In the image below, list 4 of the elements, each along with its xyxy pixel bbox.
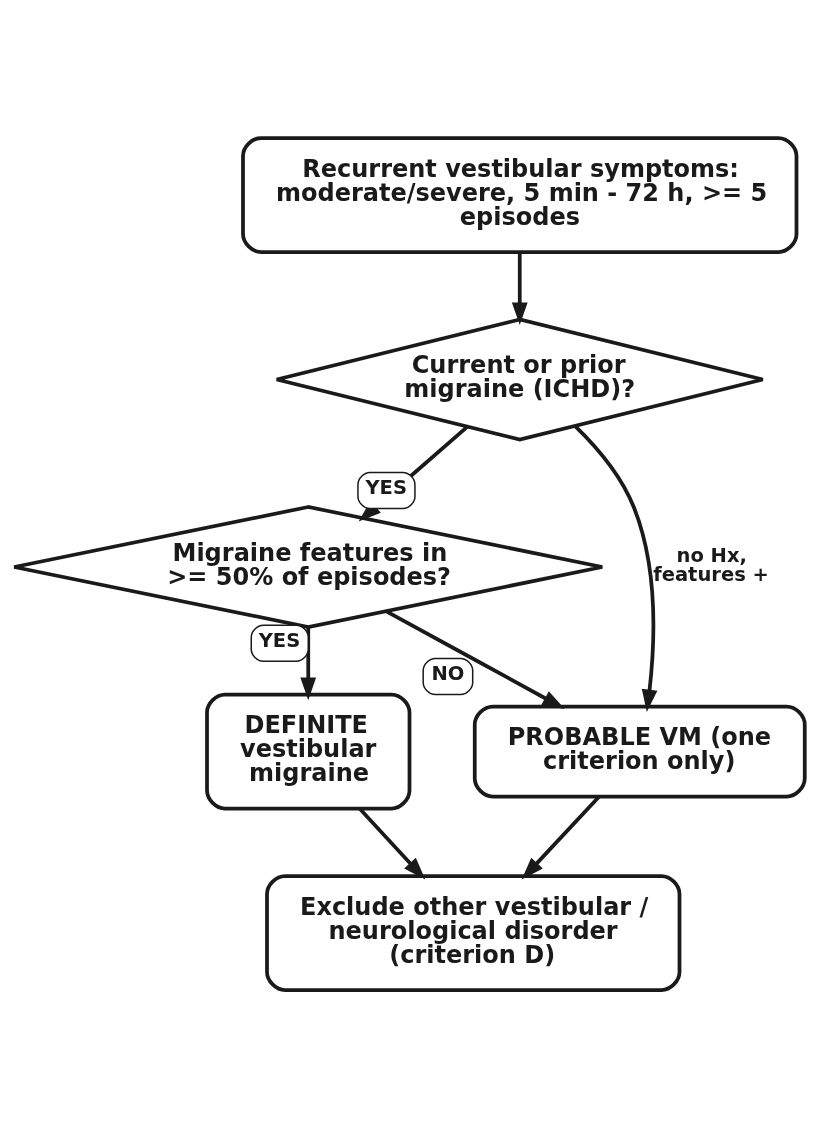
edge-label: NO — [431, 662, 465, 686]
edge-label: YES — [365, 476, 407, 500]
edge-label: YES — [258, 628, 301, 652]
edge-label: no Hx, features + — [653, 543, 769, 587]
